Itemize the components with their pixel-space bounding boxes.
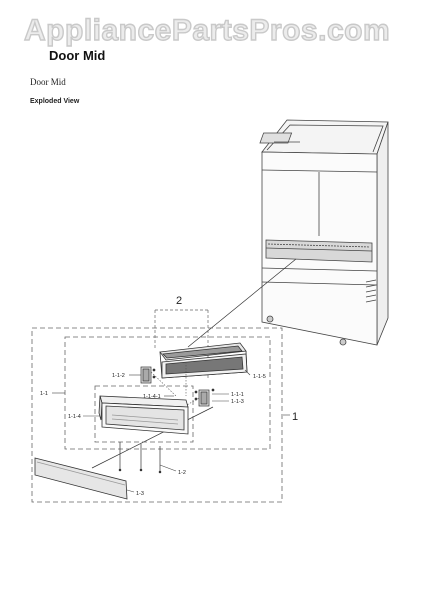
refrigerator-illustration — [259, 119, 389, 346]
callout-1-3: 1-3 — [136, 491, 144, 497]
part-1-1-1-hinge-bracket — [194, 388, 215, 407]
leader-line — [187, 258, 297, 348]
assembly-2-bracket — [154, 309, 209, 380]
exploded-view-label: Exploded View — [30, 98, 80, 105]
callout-leaders — [52, 369, 290, 493]
subassembly-1-1-4-boundary — [94, 385, 194, 443]
part-1-3-cover-panel — [34, 457, 128, 500]
callout-1-1-1: 1-1-1 — [231, 392, 244, 398]
callout-1-1-4: 1-1-4 — [68, 414, 81, 420]
part-1-2-screws — [118, 442, 162, 474]
callout-1-1-4-1: 1-1-4-1 — [143, 394, 161, 400]
page-title: Door Mid — [49, 48, 106, 63]
callout-1-1: 1-1 — [40, 391, 48, 397]
callout-1: 1 — [292, 411, 298, 423]
assembly-1-boundary — [31, 327, 283, 503]
callout-2: 2 — [176, 295, 182, 307]
part-1-1-5-gasket — [159, 342, 248, 379]
callout-1-1-3: 1-1-3 — [231, 399, 244, 405]
callout-1-2: 1-2 — [178, 470, 186, 476]
watermark-logo: AppliancePartsPros.com — [23, 13, 391, 47]
callout-1-1-5: 1-1-5 — [253, 374, 266, 380]
callout-1-1-2: 1-1-2 — [112, 373, 125, 379]
part-1-1-4-door-mid-body — [98, 395, 189, 435]
part-1-1-2-hinge-bracket — [140, 366, 156, 384]
diagram-subtitle: Door Mid — [30, 77, 66, 87]
